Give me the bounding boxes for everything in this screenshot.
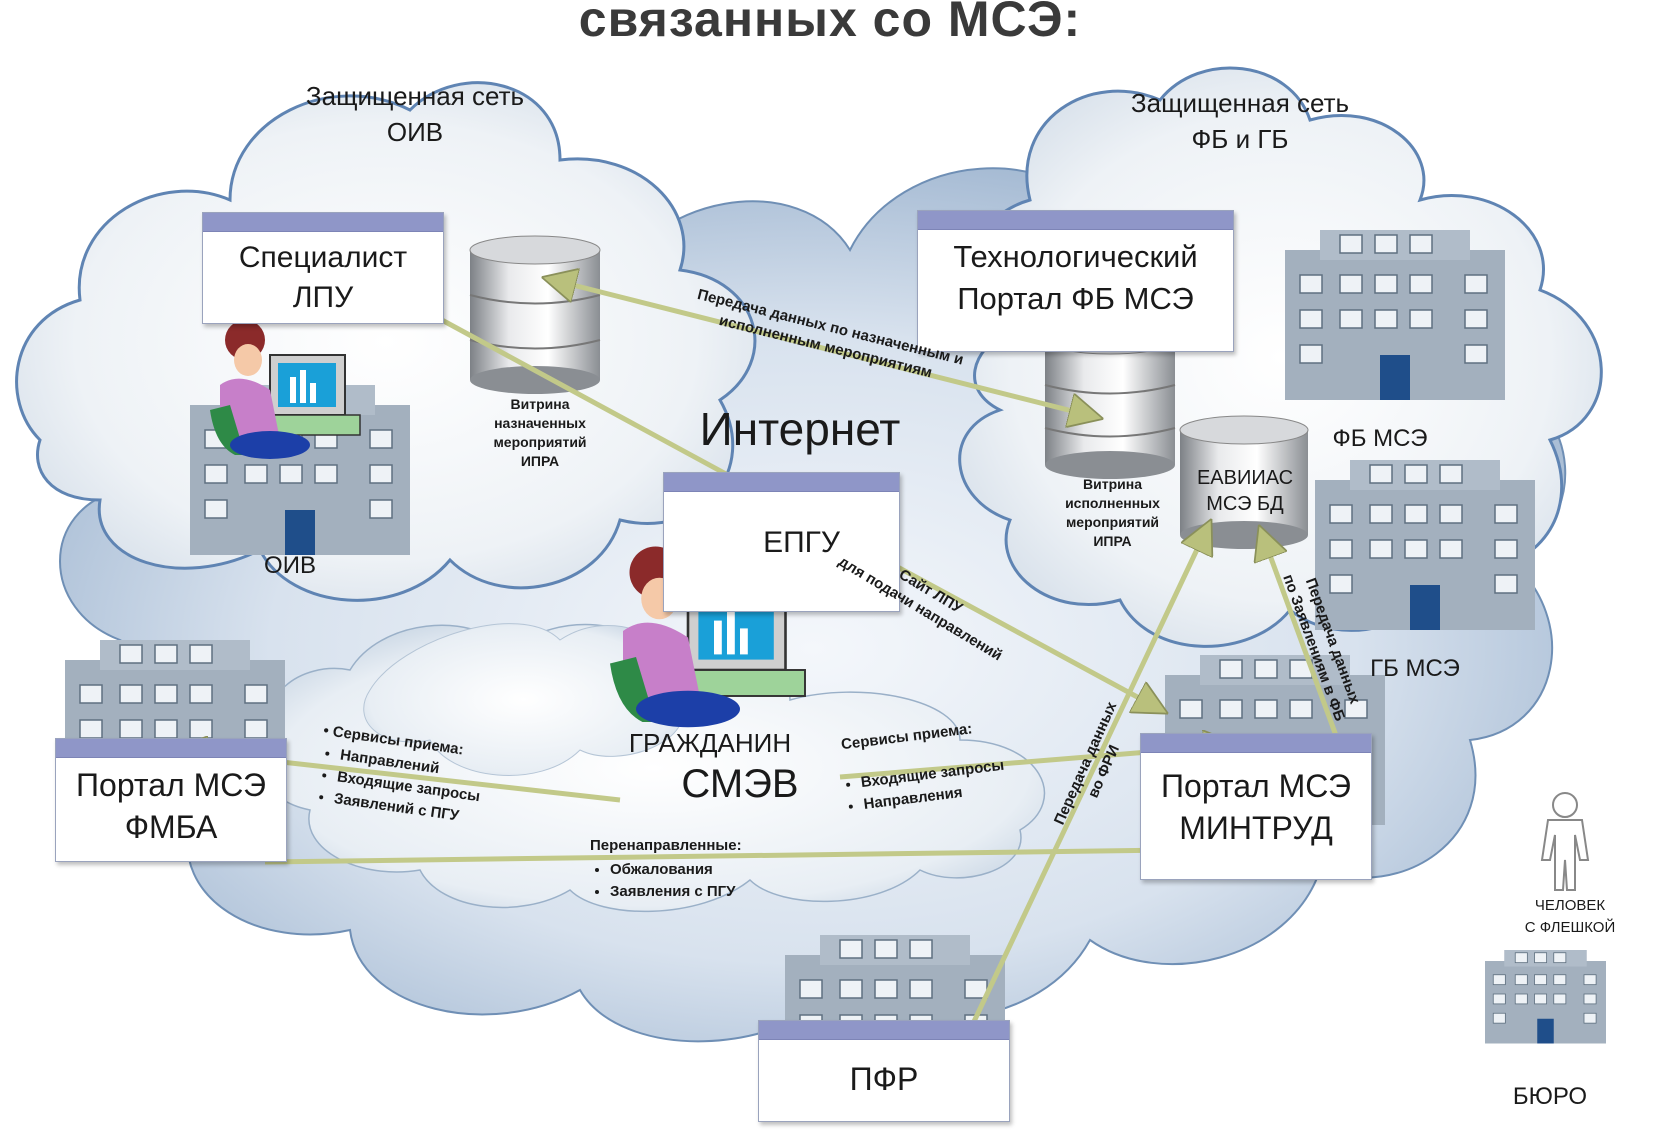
box-titlebar — [664, 473, 899, 492]
person-flash-label: ЧЕЛОВЕК С ФЛЕШКОЙ — [1524, 897, 1616, 936]
smev-label: СМЭВ — [681, 762, 799, 806]
arrow-transfer-assigned — [545, 278, 1100, 418]
vitrina-done-label: Витрина исполненных мероприятий ИПРА — [1065, 476, 1160, 549]
list-item: Обжалования — [610, 859, 742, 881]
building-fb-mse — [1284, 229, 1506, 401]
tech-portal-box[interactable]: Технологический Портал ФБ МСЭ — [917, 210, 1234, 352]
oiv-network-label: Защищенная сеть ОИВ — [305, 81, 525, 147]
vitrina-assigned-label: Витрина назначенных мероприятий ИПРА — [493, 396, 587, 469]
specialist-lpu-label: Специалист ЛПУ — [238, 241, 408, 314]
eaviias-label: ЕАВИИАС МСЭ БД — [1196, 467, 1294, 515]
fb-mse-label: ФБ МСЭ — [1332, 425, 1428, 452]
tech-portal-label: Технологический Портал ФБ МСЭ — [953, 239, 1198, 316]
pfr-box[interactable]: ПФР — [758, 1020, 1010, 1122]
specialist-lpu-box[interactable]: Специалист ЛПУ — [202, 212, 444, 324]
portal-mintrud-box[interactable]: Портал МСЭ МИНТРУД — [1140, 733, 1372, 880]
arrow-applications — [1260, 528, 1345, 753]
portal-mintrud-label: Портал МСЭ МИНТРУД — [1161, 768, 1351, 846]
list-redirected-title: Перенаправленные: — [590, 837, 742, 854]
list-redirected-items: Обжалования Заявления с ПГУ — [590, 859, 742, 903]
list-item: Заявления с ПГУ — [610, 881, 742, 903]
cloud-smev — [262, 623, 1046, 913]
portal-fmba-box[interactable]: Портал МСЭ ФМБА — [55, 738, 287, 862]
citizen-label: ГРАЖДАНИН — [628, 728, 792, 758]
building-bureau — [1484, 949, 1607, 1044]
oiv-label: ОИВ — [264, 552, 316, 579]
gb-mse-label: ГБ МСЭ — [1370, 655, 1460, 682]
arrows — [175, 278, 1345, 1032]
portal-fmba-label: Портал МСЭ ФМБА — [76, 767, 266, 845]
internet-label: Интернет — [699, 403, 901, 455]
page-title: связанных со МСЭ: — [578, 0, 1082, 47]
list-redirected: Перенаправленные: Обжалования Заявления … — [590, 835, 742, 903]
epgu-box[interactable]: ЕПГУ — [663, 472, 900, 612]
epgu-label: ЕПГУ — [763, 526, 840, 559]
arrow-fmba-mintrud — [264, 850, 1175, 862]
box-titlebar — [56, 739, 286, 758]
box-titlebar — [1141, 734, 1371, 753]
building-gb-mse — [1314, 459, 1536, 631]
box-titlebar — [759, 1021, 1009, 1040]
fb-network-label: Защищенная сеть ФБ и ГБ — [1130, 88, 1350, 154]
arrow-fri — [967, 522, 1210, 1032]
box-titlebar — [203, 213, 443, 232]
pfr-label: ПФР — [849, 1061, 919, 1097]
bureau-label: БЮРО — [1512, 1083, 1588, 1110]
box-titlebar — [918, 211, 1233, 230]
person-flash-icon — [1540, 792, 1590, 891]
